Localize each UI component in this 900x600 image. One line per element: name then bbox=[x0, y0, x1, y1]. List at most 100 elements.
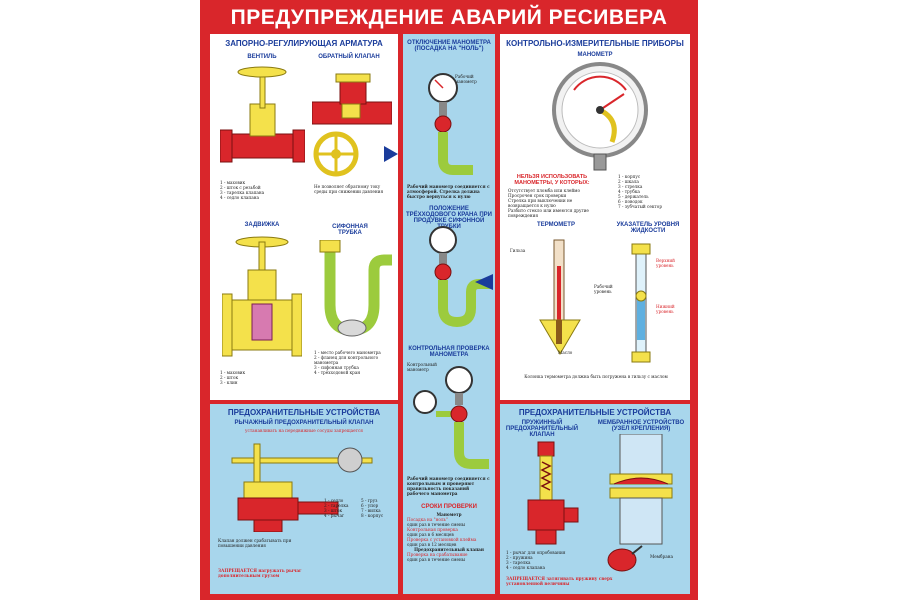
lever-valve-drawing bbox=[231, 443, 373, 532]
obratny-drawing bbox=[312, 73, 392, 125]
gauge-control-drawing bbox=[413, 366, 489, 469]
ventil-drawing bbox=[220, 66, 305, 163]
list-item: 1 - маховик bbox=[220, 180, 246, 185]
panel-safety-spring-heading: ПРЕДОХРАНИТЕЛЬНЫЕ УСТРОЙСТВА bbox=[518, 408, 672, 417]
list-item: 7 - зубчатый сектор bbox=[618, 204, 663, 209]
arrow-right-icon bbox=[384, 146, 398, 162]
instruments-bottom-note: Колонка термометра должна быть погружена… bbox=[524, 374, 668, 379]
lever-parts-list: 1 - седло 2 - тарелка 3 - шток 4 - рычаг… bbox=[324, 498, 394, 518]
nelzya-heading: НЕЛЬЗЯ ИСПОЛЬЗОВАТЬ МАНОМЕТРЫ, У КОТОРЫХ… bbox=[514, 174, 590, 186]
list-item: Посадка на "ноль" bbox=[407, 517, 448, 522]
spring-valve-label: ПРУЖИННЫЙ ПРЕДОХРАНИТЕЛЬНЫЙ КЛАПАН bbox=[505, 420, 579, 438]
membrane-disc-icon bbox=[607, 545, 643, 572]
list-item: 4 - рычаг bbox=[324, 513, 345, 518]
lever-valve-sublabel: устанавливать на передвижные сосуды запр… bbox=[245, 428, 363, 433]
list-item: 3 - шток bbox=[324, 508, 343, 513]
sifon-list: 1 - место рабочего манометра 2 - фланец … bbox=[314, 350, 394, 375]
lever-valve-label: РЫЧАЖНЫЙ ПРЕДОХРАНИТЕЛЬНЫЙ КЛАПАН bbox=[234, 420, 374, 426]
list-item: один раз в 12 месяцев bbox=[407, 542, 457, 547]
list-item: Предохранительный клапан bbox=[414, 547, 484, 552]
list-item: Стрелка при выключении не возвращается к… bbox=[508, 198, 573, 208]
list-item: 4 - седло клапана bbox=[220, 195, 260, 200]
zero-check-heading: ОТКЛЮЧЕНИЕ МАНОМЕТРА (ПОСАДКА НА "НОЛЬ") bbox=[407, 40, 491, 52]
list-item: 1 - седло bbox=[324, 498, 344, 503]
spring-warn: ЗАПРЕЩАЕТСЯ затягивать пружину сверх уст… bbox=[506, 576, 613, 586]
panel-instruments-heading: КОНТРОЛЬНО-ИЗМЕРИТЕЛЬНЫЕ ПРИБОРЫ bbox=[506, 39, 684, 48]
poster: ПРЕДУПРЕЖДЕНИЕ АВАРИЙ РЕСИВЕРА ЗАПОРНО-Р… bbox=[200, 0, 698, 600]
control-check-text: Рабочий манометр соединяется с контрольн… bbox=[407, 476, 490, 496]
zadvizhka-label: ЗАДВИЖКА bbox=[244, 222, 280, 228]
list-item: Проверка с установкой клейма bbox=[407, 537, 477, 542]
working-gauge-label: Рабочий манометр bbox=[455, 74, 477, 84]
list-item: Просрочен срок проверки bbox=[508, 193, 567, 198]
nelzya-list: Отсутствует пломба или клеймо Просрочен … bbox=[508, 188, 598, 218]
list-item: 2 - шкала bbox=[618, 179, 639, 184]
zadvizhka-drawing bbox=[222, 236, 302, 357]
level-indicator-drawing bbox=[631, 243, 651, 363]
membrane-label: МЕМБРАННОЕ УСТРОЙСТВО (УЗЕЛ КРЕПЛЕНИЯ) bbox=[597, 420, 685, 432]
ventil-label: ВЕНТИЛЬ bbox=[247, 54, 277, 60]
list-item: 6 - поводок bbox=[618, 199, 643, 204]
obratny-label: ОБРАТНЫЙ КЛАПАН bbox=[318, 54, 380, 60]
sroki-list: Манометр Посадка на "ноль" один раз в те… bbox=[407, 512, 491, 562]
gauge-parts-list: 1 - корпус 2 - шкала 3 - стрелка 4 - тру… bbox=[618, 174, 688, 209]
panel-safety-lever: ПРЕДОХРАНИТЕЛЬНЫЕ УСТРОЙСТВА РЫЧАЖНЫЙ ПР… bbox=[210, 404, 398, 594]
zero-check-text: Рабочий манометр соединяется с атмосферо… bbox=[407, 184, 490, 199]
list-item: 2 - фланец для контрольного манометра bbox=[314, 355, 379, 365]
list-item: один раз в 6 месяцев bbox=[407, 532, 454, 537]
level-label-top: Верхний уровень bbox=[656, 258, 675, 268]
panel-safety-spring: ПРЕДОХРАНИТЕЛЬНЫЕ УСТРОЙСТВА ПРУЖИННЫЙ П… bbox=[500, 404, 690, 594]
control-gauge-label: Контрольный манометр bbox=[407, 362, 437, 372]
list-item: 1 - рычаг для опробования bbox=[506, 550, 566, 555]
ventil-list: 1 - маховик 2 - шток с резьбой 3 - тарел… bbox=[220, 180, 300, 200]
list-item: 4 - трёхходовой кран bbox=[314, 370, 361, 375]
panel-manometr-check: ОТКЛЮЧЕНИЕ МАНОМЕТРА (ПОСАДКА НА "НОЛЬ")… bbox=[403, 34, 495, 594]
poster-title: ПРЕДУПРЕЖДЕНИЕ АВАРИЙ РЕСИВЕРА bbox=[230, 6, 668, 29]
obratny-note: Не позволяет обратному току среды при сн… bbox=[314, 184, 384, 194]
zadv-list: 1 - маховик 2 - шток 3 - клин bbox=[220, 370, 300, 385]
panel-safety-lever-heading: ПРЕДОХРАНИТЕЛЬНЫЕ УСТРОЙСТВА bbox=[227, 408, 381, 417]
sifon-drawing bbox=[319, 240, 392, 337]
list-item: один раз в течение смены bbox=[407, 557, 466, 562]
membrane-text-label: Мембрана bbox=[650, 554, 674, 559]
list-item: 1 - место рабочего манометра bbox=[314, 350, 381, 355]
list-item: 2 - пружина bbox=[506, 555, 533, 560]
lever-warn: ЗАПРЕЩАЕТСЯ нагружать рычаг дополнительн… bbox=[218, 568, 302, 578]
list-item: 4 - седло клапана bbox=[506, 565, 546, 570]
list-item: 3 - стрелка bbox=[618, 184, 643, 189]
lever-note: Клапан должен срабатывать при повышении … bbox=[218, 538, 292, 548]
list-item: 3 - тарелка клапана bbox=[220, 190, 265, 195]
list-item: 3 - сифонная трубка bbox=[314, 365, 359, 370]
list-item: один раз в течение смены bbox=[407, 522, 466, 527]
list-item: 3 - тарелка bbox=[506, 560, 531, 565]
list-item: Контрольная проверка bbox=[407, 527, 458, 532]
level-label-work: Рабочий уровень bbox=[594, 284, 613, 294]
list-item: 5 - держатель bbox=[618, 194, 649, 199]
panel-instruments: КОНТРОЛЬНО-ИЗМЕРИТЕЛЬНЫЕ ПРИБОРЫ МАНОМЕТ… bbox=[500, 34, 690, 400]
list-item: 1 - маховик bbox=[220, 370, 246, 375]
gauge-zero-drawing bbox=[428, 73, 473, 175]
manometr-label: МАНОМЕТР bbox=[577, 52, 613, 58]
list-item: 3 - клин bbox=[220, 380, 238, 385]
handwheel-icon bbox=[313, 131, 359, 177]
list-item: Отсутствует пломба или клеймо bbox=[508, 188, 580, 193]
list-item: 7 - вилка bbox=[361, 508, 381, 513]
gauge-flush-drawing bbox=[429, 226, 491, 328]
arrow-left-icon bbox=[475, 274, 493, 290]
list-item: Манометр bbox=[436, 512, 462, 517]
list-item: 2 - шток с резьбой bbox=[220, 185, 261, 190]
list-item: Проверка на срабатывание bbox=[407, 552, 468, 557]
list-item: Разбито стекло или имеются другие повреж… bbox=[508, 208, 589, 218]
sifon-label: СИФОННАЯ ТРУБКА bbox=[332, 224, 368, 236]
list-item: 8 - корпус bbox=[361, 513, 384, 518]
term-label-maslo: Масло bbox=[558, 350, 573, 355]
level-label-bottom: Нижний уровень bbox=[656, 304, 675, 314]
manometr-drawing bbox=[552, 62, 648, 171]
control-check-heading: КОНТРОЛЬНАЯ ПРОВЕРКА МАНОМЕТРА bbox=[408, 346, 490, 358]
spring-valve-drawing bbox=[527, 441, 579, 545]
ukazatel-label: УКАЗАТЕЛЬ УРОВНЯ ЖИДКОСТИ bbox=[616, 222, 680, 234]
list-item: 4 - трубка bbox=[618, 189, 640, 194]
spring-parts-list: 1 - рычаг для опробования 2 - пружина 3 … bbox=[506, 550, 602, 570]
flush-heading: ПОЛОЖЕНИЕ ТРЁХХОДОВОГО КРАНА ПРИ ПРОДУВК… bbox=[406, 206, 492, 230]
panel-armatura-heading: ЗАПОРНО-РЕГУЛИРУЮЩАЯ АРМАТУРА bbox=[225, 39, 383, 48]
